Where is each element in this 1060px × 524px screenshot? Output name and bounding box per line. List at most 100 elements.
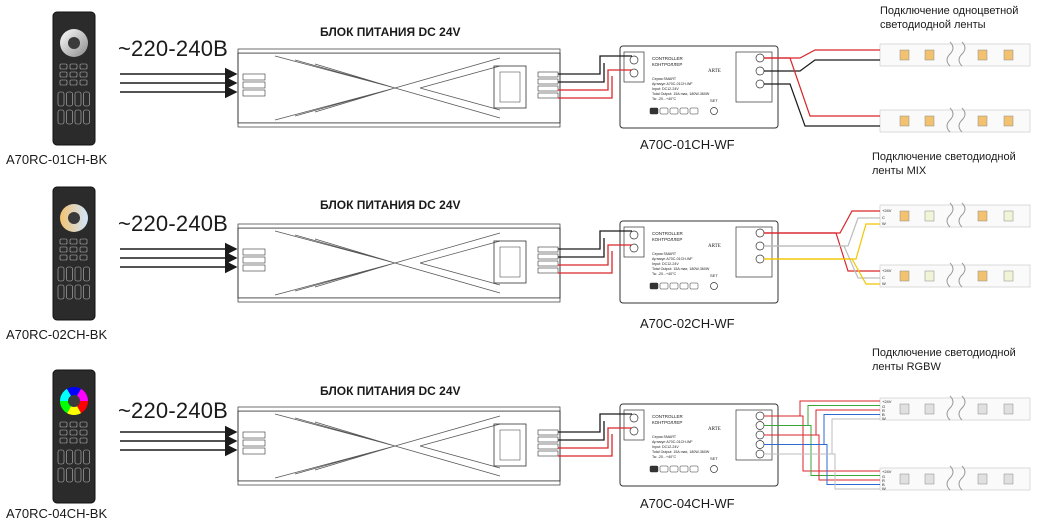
strip-minus-wire: [764, 59, 880, 72]
psu-input-terminal: [242, 248, 266, 256]
controller-brand: ARTE: [708, 244, 721, 249]
certification-icon: [689, 107, 699, 115]
strip-body: [879, 397, 1031, 421]
spec-line: Ta: -20...+40°C: [652, 272, 677, 276]
strip-plus-wire: [764, 415, 880, 472]
psu-flange-bottom: [237, 480, 561, 486]
remote-button: [59, 238, 68, 245]
psu-output-terminal: [537, 85, 559, 92]
pin-label: +24V: [882, 268, 892, 273]
psu-output-terminal: [537, 267, 559, 274]
pin-label: +24V: [882, 469, 892, 474]
set-button: [710, 465, 718, 473]
controller-title2: КОНТРОЛЛЕР: [652, 62, 682, 67]
psu-output-terminal: [537, 246, 559, 253]
psu-flange-top: [237, 48, 561, 54]
color-wheel-segment: [67, 401, 81, 415]
remote-zone-button: [83, 109, 90, 125]
controller-brand: ARTE: [708, 69, 721, 74]
remote-zone-button: [83, 449, 90, 465]
strip-title: Подключение светодиодной ленты RGBW: [872, 346, 1016, 374]
remote-button: [79, 429, 88, 436]
strip-plus-wire: [764, 49, 880, 59]
led-chip: [924, 115, 935, 127]
wiring-row-2: A70RC-02CH-BK ~220-240В БЛОК ПИТАНИЯ DC …: [0, 0, 1060, 342]
pin-label: R: [882, 408, 885, 413]
controller-title2: КОНТРОЛЛЕР: [652, 237, 682, 242]
psu-title: БЛОК ПИТАНИЯ DC 24V: [320, 25, 461, 39]
certification-icon: [659, 465, 669, 473]
spec-line: Ta: -20...+40°C: [652, 97, 677, 101]
psu-flange-top: [237, 223, 561, 229]
strip-plus-wire: [764, 57, 880, 117]
remote-zone-button: [74, 91, 82, 107]
psu-pattern-right: [394, 232, 501, 294]
led-strip: [879, 41, 1031, 67]
pin-label: W: [882, 486, 886, 491]
psu-body: [237, 52, 561, 124]
led-chip: [977, 473, 988, 485]
led-chip: [899, 473, 910, 485]
strip-cut-mark: [958, 107, 966, 133]
certification-icon: [649, 282, 659, 290]
pin-label: W: [882, 221, 886, 226]
remote-zone-button: [66, 467, 73, 483]
psu-flange-bottom: [237, 297, 561, 303]
psu-input-terminal: [242, 431, 266, 439]
spec-line: Input: DC12-24V: [652, 445, 679, 449]
dc-minus-wire: [558, 230, 632, 250]
strip-plus-wire: [764, 400, 880, 417]
controller-input-block: [623, 226, 645, 258]
terminal-screw: [629, 68, 639, 78]
strip-cool-wire: [764, 245, 880, 279]
strip-cut-mark: [958, 202, 966, 228]
remote-control: [52, 186, 96, 321]
set-label: SET: [710, 273, 718, 278]
led-chip: [977, 49, 988, 61]
psu-pattern-right: [394, 415, 501, 477]
remote-button: [79, 254, 88, 261]
spec-line: Input: DC12-24V: [652, 262, 679, 266]
led-chip: [977, 270, 988, 282]
terminal-screw: [755, 430, 765, 440]
remote-button: [59, 246, 68, 253]
remote-button: [79, 421, 88, 428]
controller-model-label: A70C-04CH-WF: [640, 496, 735, 511]
controller-model-label: A70C-02CH-WF: [640, 316, 735, 331]
psu-output-terminal: [537, 253, 559, 260]
led-chip: [899, 115, 910, 127]
led-chip: [924, 49, 935, 61]
remote-model-label: A70RC-04CH-BK: [6, 506, 108, 521]
led-chip: [924, 210, 935, 222]
remote-control: [52, 369, 96, 504]
spec-line: Артикул A70C-01CH-WF: [652, 440, 693, 444]
psu-output-terminal: [537, 71, 559, 78]
remote-zone-button: [74, 284, 82, 300]
remote-button: [69, 63, 78, 70]
remote-button: [79, 246, 88, 253]
led-chip: [924, 270, 935, 282]
remote-button: [79, 71, 88, 78]
psu-label-plate: [493, 423, 527, 467]
strip-cut-mark: [946, 395, 954, 421]
power-supply: [237, 223, 561, 303]
controller-title2: КОНТРОЛЛЕР: [652, 420, 682, 425]
psu-output-terminal: [537, 260, 559, 267]
dc-minus-wire: [558, 63, 605, 83]
terminal-screw: [755, 79, 765, 89]
strip-red-wire: [764, 434, 880, 481]
wheel-center: [68, 37, 80, 49]
certification-icon: [679, 282, 689, 290]
dc-plus-wire: [558, 244, 632, 266]
strip-green-wire: [764, 425, 880, 476]
certification-icon: [689, 465, 699, 473]
psu-input-terminal: [242, 89, 266, 97]
psu-input-terminal: [242, 447, 266, 455]
controller-title1: CONTROLLER: [652, 56, 684, 61]
led-chip: [1003, 210, 1014, 222]
